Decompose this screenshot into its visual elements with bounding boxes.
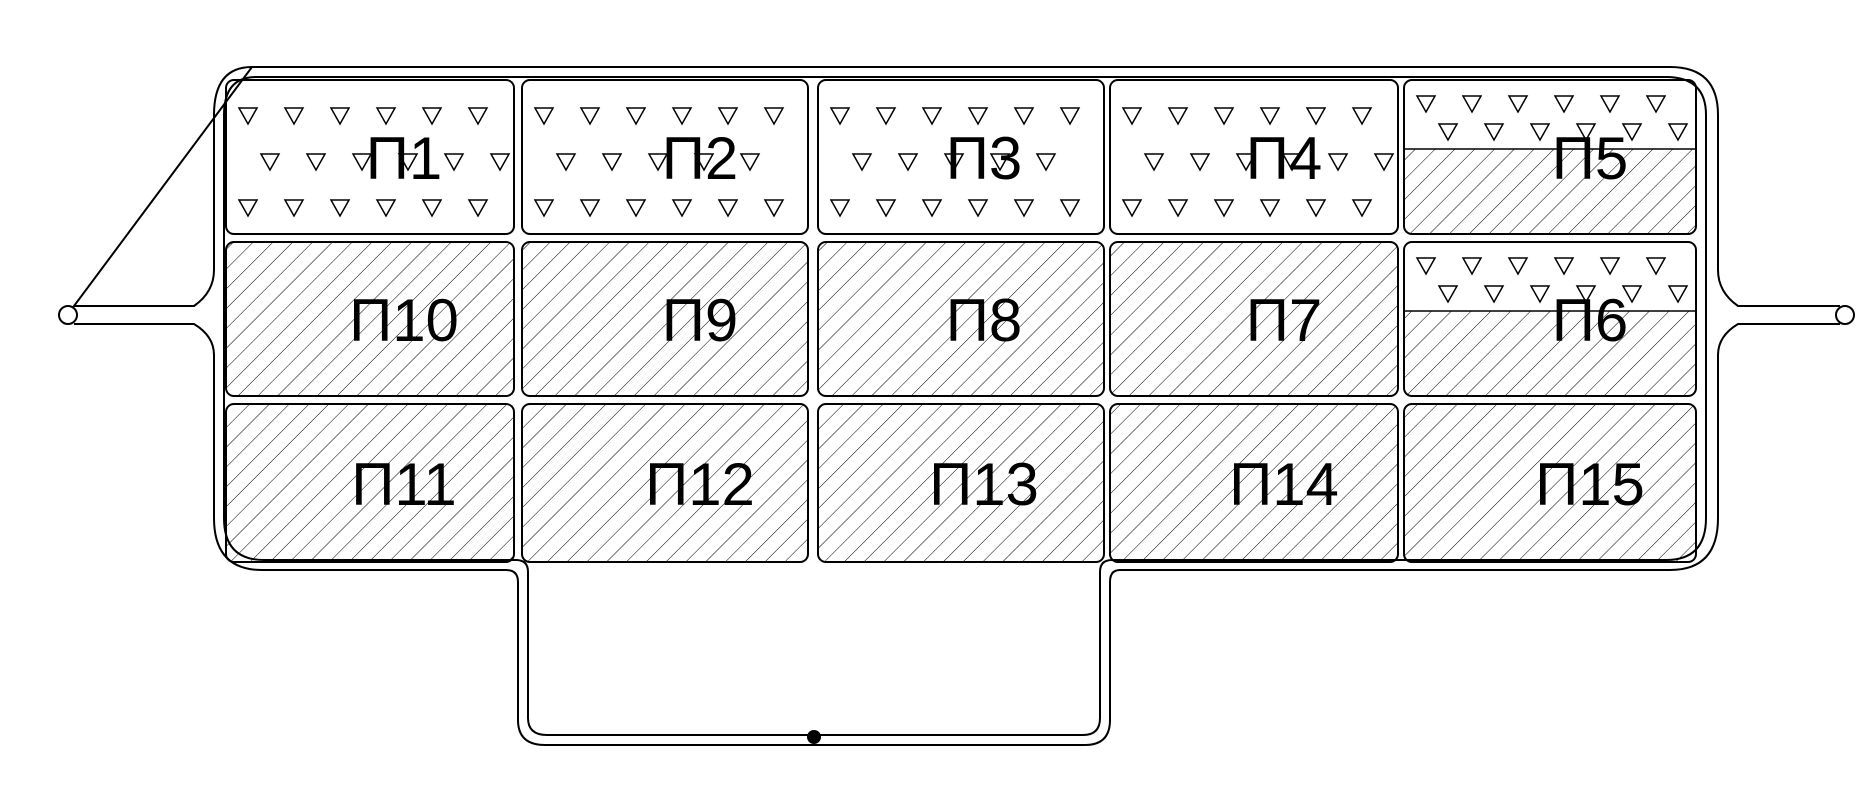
panel-p2: П2 [521, 79, 809, 235]
panel-p15: П15 [1403, 403, 1697, 563]
panel-label: П6 [1552, 287, 1629, 354]
panel-label: П13 [929, 451, 1039, 518]
panel-label: П10 [349, 287, 459, 354]
panel-label: П7 [1246, 287, 1323, 354]
panel-label: П5 [1552, 125, 1629, 192]
panel-p11: П11 [225, 403, 515, 563]
panel-label: П15 [1535, 451, 1645, 518]
bottom-node [807, 730, 821, 744]
panel-p7: П7 [1109, 241, 1399, 397]
panel-p8: П8 [817, 241, 1105, 397]
end-connector-right [1835, 305, 1855, 325]
panel-p1: П1 [225, 79, 515, 235]
panel-p12: П12 [521, 403, 809, 563]
panel-p5: П5 [1403, 79, 1697, 235]
panel-label: П8 [946, 287, 1023, 354]
panel-label: П14 [1229, 451, 1339, 518]
end-connector-left [58, 305, 78, 325]
panel-label: П12 [645, 451, 755, 518]
panel-label: П2 [662, 125, 739, 192]
panel-label: П9 [662, 287, 739, 354]
panel-label: П4 [1246, 125, 1323, 192]
panel-p9: П9 [521, 241, 809, 397]
panel-label: П3 [946, 125, 1023, 192]
panel-label: П1 [366, 125, 443, 192]
panel-p14: П14 [1109, 403, 1399, 563]
panel-p3: П3 [817, 79, 1105, 235]
panel-p13: П13 [817, 403, 1105, 563]
panel-label: П11 [351, 451, 456, 518]
panel-p10: П10 [225, 241, 515, 397]
panel-p4: П4 [1109, 79, 1399, 235]
panel-p6: П6 [1403, 241, 1697, 397]
